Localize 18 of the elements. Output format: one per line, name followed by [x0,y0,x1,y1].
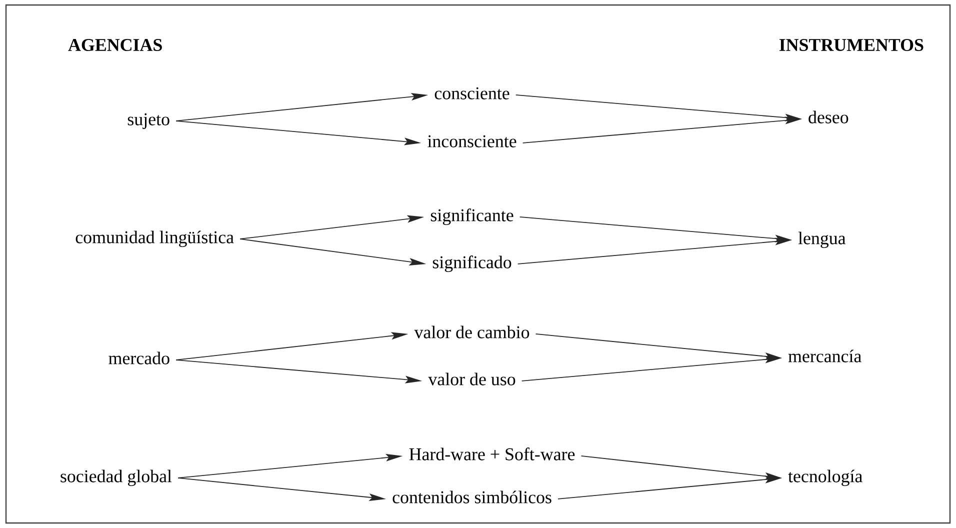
node-label: mercado [108,352,170,364]
column-heading: AGENCIAS [68,38,162,51]
node-label: valor de uso [428,372,516,386]
node-label: deseo [808,110,848,124]
node-label: significado [432,256,512,272]
node-label: inconsciente [428,135,516,148]
node-label: contenidos simbólicos [392,490,552,504]
node-label: Hard-ware + Soft-ware [409,448,575,460]
node-label: sujeto [128,113,170,129]
node-label: mercancía [788,350,862,362]
column-heading: INSTRUMENTOS [779,38,924,51]
node-label: comunidad lingüística [76,230,234,248]
node-label: significante [430,208,514,226]
node-label: valor de cambio [414,326,530,338]
node-label: tecnología [788,470,862,486]
node-label: lengua [798,232,846,248]
node-label: consciente [434,87,510,100]
node-label: sociedad global [60,470,172,486]
